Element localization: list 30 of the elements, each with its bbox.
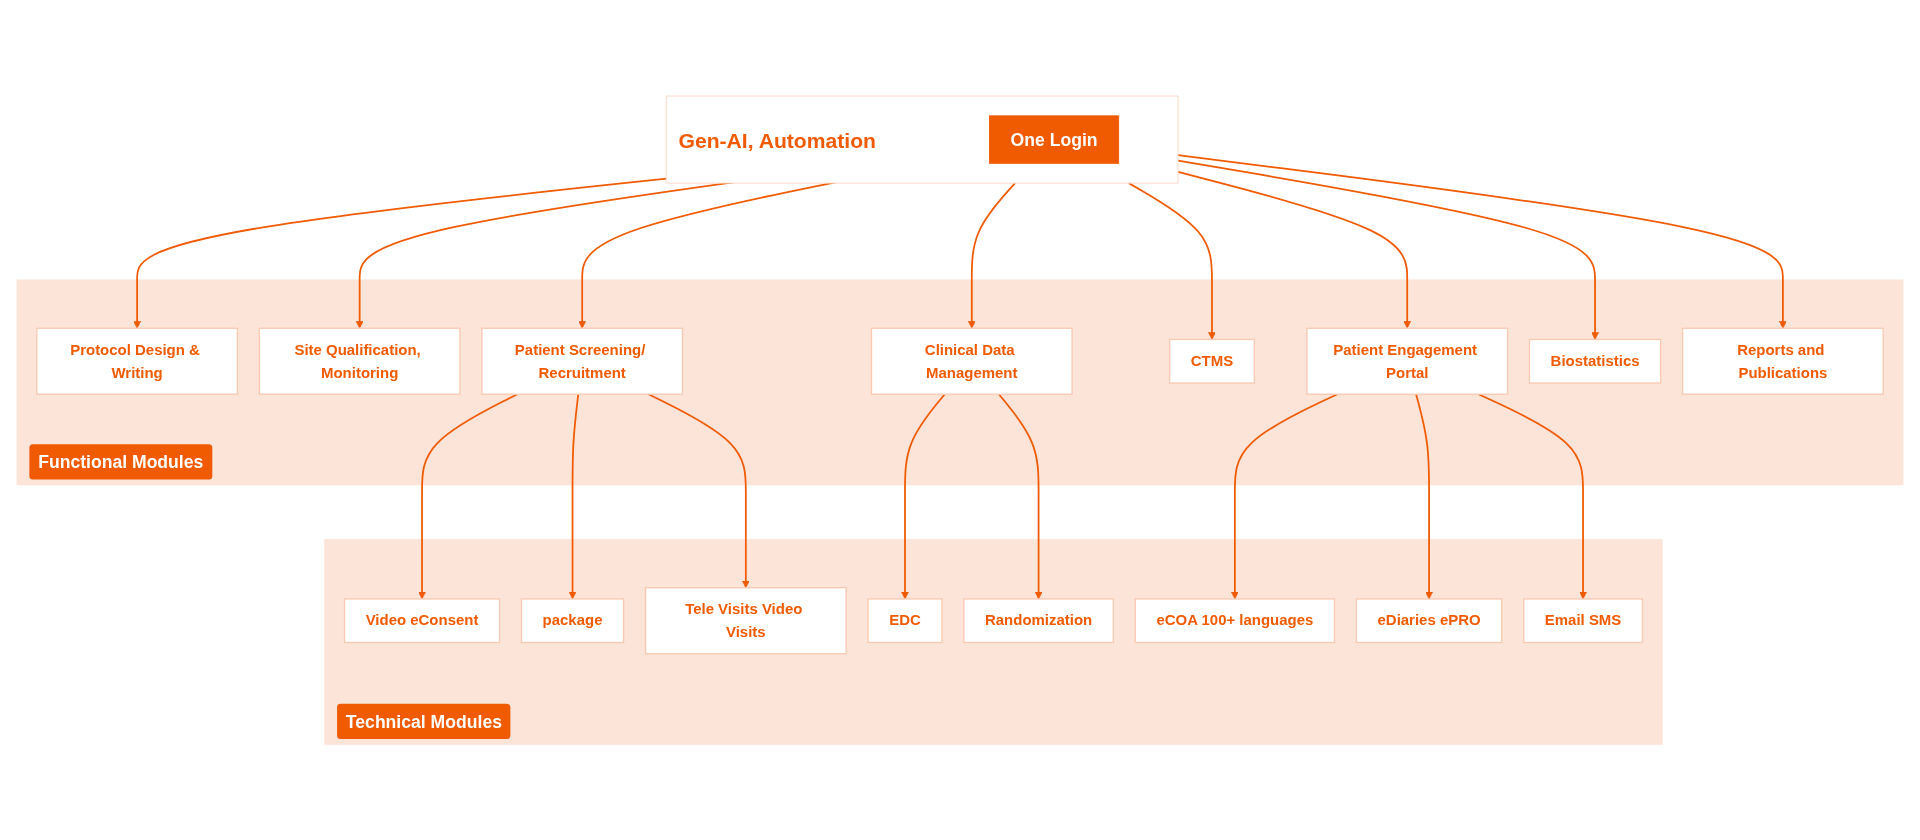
node-box: Protocol Design & Writing — [36, 327, 239, 395]
node-box: Biostatistics — [1528, 338, 1662, 384]
node-box: CTMS — [1169, 338, 1255, 384]
node-box: Patient Screening/ Recruitment — [481, 327, 684, 395]
node-box: Email SMS — [1523, 598, 1644, 643]
node-box: eCOA 100+ languages — [1134, 598, 1336, 643]
node-box: Patient Engagement Portal — [1306, 327, 1509, 395]
node-box: Randomization — [963, 598, 1114, 643]
arrow — [967, 182, 1016, 329]
arrow — [1177, 170, 1412, 329]
arrow — [1231, 393, 1339, 600]
arrow — [418, 393, 519, 600]
node-box: Site Qualification, Monitoring — [258, 327, 461, 395]
node-box: Reports and Publications — [1681, 327, 1884, 395]
node-box: EDC — [867, 598, 943, 643]
node-box: One Login — [989, 115, 1120, 164]
node-box: eDiaries ePRO — [1355, 598, 1503, 643]
node-box: Video eConsent — [343, 598, 501, 643]
arrow — [901, 393, 946, 600]
arrow — [1177, 154, 1787, 329]
node-box: Tele Visits Video Visits — [644, 586, 847, 655]
arrow — [1415, 393, 1433, 600]
arrow — [647, 393, 750, 588]
arrow — [1128, 182, 1216, 340]
arrow — [1177, 159, 1599, 340]
arrow — [568, 393, 580, 600]
arrow — [1477, 393, 1587, 600]
node-box: package — [520, 598, 625, 643]
arrow — [998, 393, 1043, 600]
node-box: Clinical Data Management — [870, 327, 1073, 395]
